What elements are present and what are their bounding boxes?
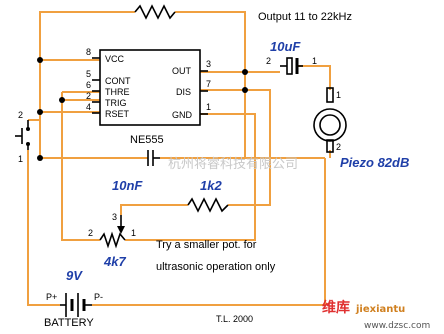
battery-label: BATTERY — [44, 317, 94, 329]
corner-logo: 维库 jiexiantu www.dzsc.com — [322, 299, 430, 331]
pin-cont-label: CONT — [105, 76, 131, 86]
pot-pin-1-label: 1 — [131, 228, 136, 238]
corner-logo-url: www.dzsc.com — [364, 321, 430, 331]
resistor-1k2 — [187, 197, 229, 213]
pot-pin-2-label: 2 — [88, 228, 93, 238]
top-resistor — [134, 4, 176, 20]
corner-logo-top: 维库 — [322, 299, 350, 316]
watermark-center: 杭州将睿科技有限公司 — [168, 156, 298, 171]
wires — [27, 11, 331, 306]
pin-trig-label: TRIG — [105, 98, 127, 108]
potentiometer — [99, 215, 126, 249]
pot-4k7-label: 4k7 — [103, 254, 126, 269]
pin-4-number: 4 — [86, 102, 91, 112]
corner-logo-site: jiexiantu — [355, 304, 405, 315]
note-line-2: ultrasonic operation only — [156, 261, 276, 273]
piezo-pin-1-label: 1 — [336, 90, 341, 100]
battery — [60, 293, 92, 317]
switch-pin-1-label: 1 — [18, 154, 23, 164]
battery-voltage-label: 9V — [66, 268, 83, 283]
piezo-label: Piezo 82dB — [340, 155, 409, 170]
ne555-ic: 8 VCC 5 CONT 6 THRE 2 TRIG 4 RSET 3 OUT … — [86, 47, 211, 146]
pin-3-number: 3 — [206, 59, 211, 69]
output-frequency-label: Output 11 to 22kHz — [258, 11, 352, 23]
pin-7-number: 7 — [206, 79, 211, 89]
res-1k2-label: 1k2 — [200, 178, 222, 193]
credit-label: T.L. 2000 — [216, 314, 253, 324]
pin-dis-label: DIS — [176, 87, 191, 97]
pin-1-number: 1 — [206, 102, 211, 112]
note-line-1: Try a smaller pot. for — [156, 239, 257, 251]
pin-gnd-label: GND — [172, 110, 193, 120]
output-capacitor — [280, 57, 303, 75]
piezo-pin-2-label: 2 — [336, 142, 341, 152]
pot-pin-3-label: 3 — [112, 212, 117, 222]
junction-dots — [37, 57, 248, 161]
pin-thre-label: THRE — [105, 87, 130, 97]
pin-2-number: 2 — [86, 91, 91, 101]
switch-pin-2-label: 2 — [18, 110, 23, 120]
pin-rset-label: RSET — [105, 109, 130, 119]
timing-capacitor — [147, 150, 160, 166]
pin-8-number: 8 — [86, 47, 91, 57]
battery-pos-label: P+ — [46, 292, 57, 302]
battery-neg-label: P- — [94, 292, 103, 302]
cap-10nf-label: 10nF — [112, 178, 143, 193]
piezo-buzzer — [313, 87, 347, 153]
push-switch — [15, 120, 30, 150]
pin-5-number: 5 — [86, 69, 91, 79]
pin-6-number: 6 — [86, 80, 91, 90]
cap-10uf-label: 10uF — [270, 39, 301, 54]
pin-vcc-label: VCC — [105, 54, 125, 64]
cap-pin-1-label: 1 — [312, 56, 317, 66]
pin-out-label: OUT — [172, 66, 192, 76]
ic-name-label: NE555 — [130, 134, 164, 146]
cap-pin-2-label: 2 — [266, 56, 271, 66]
